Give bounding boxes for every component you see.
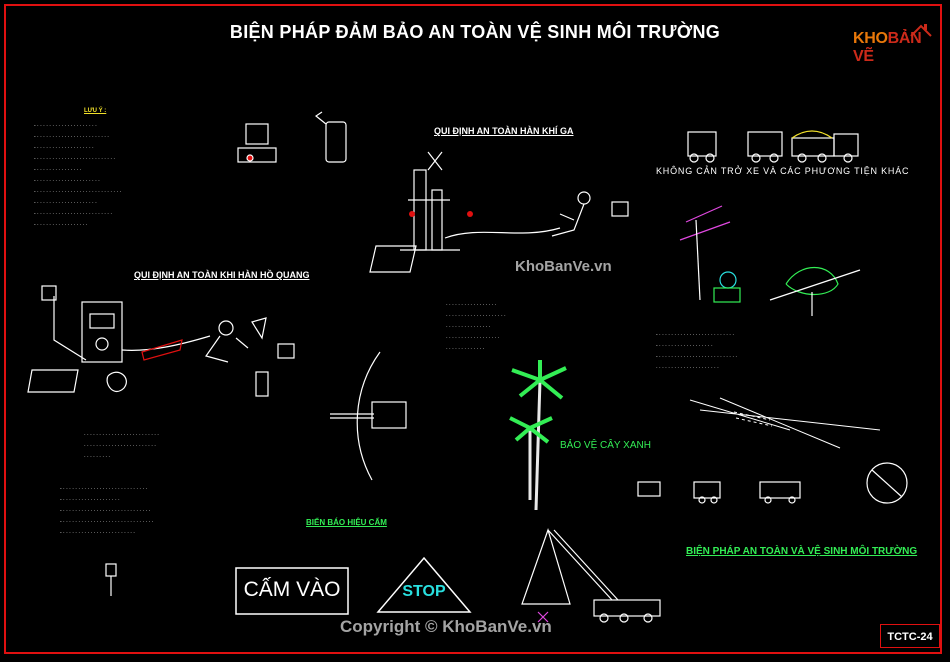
note-line: - · · · · · · · · · · · · · · · · · · · (60, 497, 120, 503)
gas-welding-scene (369, 151, 629, 273)
logo-text: KHOBẢN VẼ (853, 30, 943, 66)
note-line: - · · · · · · · · · · · · · · · · · · (656, 343, 713, 349)
stop-sign-triangle (376, 556, 472, 613)
vehicles-drawing (687, 130, 859, 163)
gas-cylinder-cart-icon (237, 123, 277, 163)
logo-ban-ve: BẢN VẼ (853, 30, 922, 65)
note-line: · · · · · · · · · · · · · · · · · (446, 302, 497, 308)
fire-extinguisher-icon (314, 111, 347, 163)
section-electric-welding-title: QUI ĐỊNH AN TOÀN KHI HÀN HỒ QUANG (134, 270, 310, 280)
note-line: - · · · · · · · · · · · · · · · · · · · … (34, 134, 109, 140)
road-crossing-drawing (689, 397, 881, 449)
drawing-title: BIỆN PHÁP ĐẢM BẢO AN TOÀN VỆ SINH MÔI TR… (229, 22, 721, 42)
house-icon (910, 24, 932, 37)
note-line: - · · · · · · · · · · · · · · · · · · · … (60, 519, 154, 525)
tree-protection-title: BẢO VỆ CÂY XANH (560, 440, 651, 451)
note-line: · · · · · · · · · · · · · · · (446, 324, 491, 330)
safety-notes-list: - · · · · · · · · · · · · · · · · · · · … (34, 121, 121, 231)
legend-list-left: · · · · · · · · · · · · · · · · · · · · … (84, 430, 159, 463)
note-line: - · · · · · · · · · · · · · · · · · · · … (60, 508, 151, 514)
electric-welding-scene (27, 285, 295, 397)
note-line: · · · · · · · · · · · · · · · · · · · · … (84, 443, 156, 449)
watermark-bottom: Copyright © KhoBanVe.vn (340, 617, 552, 636)
notes-list-right: - · · · · · · · · · · · · · · · · · · · … (656, 330, 737, 374)
note-line: - · · · · · · · · · · · · · · · · · · · … (34, 123, 97, 129)
crane-swing-area (330, 351, 407, 481)
note-line: - · · · · · · · · · · · · · · · · · · · … (656, 332, 735, 338)
logo-kho: KHO (853, 30, 888, 47)
note-line: - · · · · · · · · · · · · · · · · · · · … (60, 530, 135, 536)
note-line: - · · · · · · · · · · · · · · · (34, 167, 82, 173)
equipment-row (637, 462, 908, 504)
welding-notes-list: - · · · · · · · · · · · · · · · · · · · … (60, 484, 153, 539)
note-line: · · · · · · · · · · · · · (446, 346, 485, 352)
notes-heading-1: LƯU Ý : (84, 108, 107, 114)
no-obstruction-title: KHÔNG CẢN TRỞ XE VÀ CÁC PHƯƠNG TIỆN KHÁC (656, 166, 910, 176)
note-line: · · · · · · · · · · · · · · · · · · · · … (84, 432, 159, 438)
note-line: - · · · · · · · · · · · · · · · · · · · … (60, 486, 148, 492)
note-line: · · · · · · · · · · · · · · · · · · · · … (656, 365, 719, 371)
note-line: - · · · · · · · · · · · · · · · · · (34, 222, 88, 228)
note-line: · · · · · · · · · (84, 454, 111, 460)
legend-list-center: · · · · · · · · · · · · · · · · · · · · … (446, 300, 506, 355)
watermark-middle: KhoBanVe.vn (515, 258, 612, 275)
no-entry-signs-title: BIỂN BÁO HIỆU CẤM (306, 518, 387, 527)
no-entry-sign-text: CẤM VÀO (243, 578, 341, 601)
stop-sign-text: STOP (402, 583, 446, 600)
note-line: - · · · · · · · · · · · · · · · · · · · … (656, 354, 738, 360)
no-entry-sign-box (235, 567, 349, 615)
mobile-crane-drawing (521, 528, 661, 623)
note-line: - · · · · · · · · · · · · · · · · · · · … (34, 211, 113, 217)
barrier-post-icon (105, 563, 117, 596)
section-gas-welding-title: QUI ĐỊNH AN TOÀN HÀN KHÍ GA (434, 126, 574, 136)
note-line: - · · · · · · · · · · · · · · · · · · · … (34, 200, 97, 206)
logo: KHOBẢN VẼ (853, 22, 943, 65)
note-line: - · · · · · · · · · · · · · · · · · · · … (34, 156, 116, 162)
env-safety-title: BIỆN PHÁP AN TOÀN VÀ VỆ SINH MÔI TRƯỜNG (686, 546, 918, 557)
note-line: - · · · · · · · · · · · · · · · · · · · (34, 145, 94, 151)
palm-trees (509, 360, 567, 511)
note-line: - · · · · · · · · · · · · · · · · · · · … (34, 178, 100, 184)
drawing-frame (4, 4, 942, 654)
tree-with-wire (769, 267, 861, 316)
note-line: · · · · · · · · · · · · · · · · · · · · (446, 313, 506, 319)
note-line: · · · · · · · · · · · · · · · · · · (446, 335, 500, 341)
note-line: - · · · · · · · · · · · · · · · · · · · … (34, 189, 122, 195)
sheet-code: TCTC-24 (880, 624, 940, 648)
power-pole-scene (679, 205, 741, 303)
